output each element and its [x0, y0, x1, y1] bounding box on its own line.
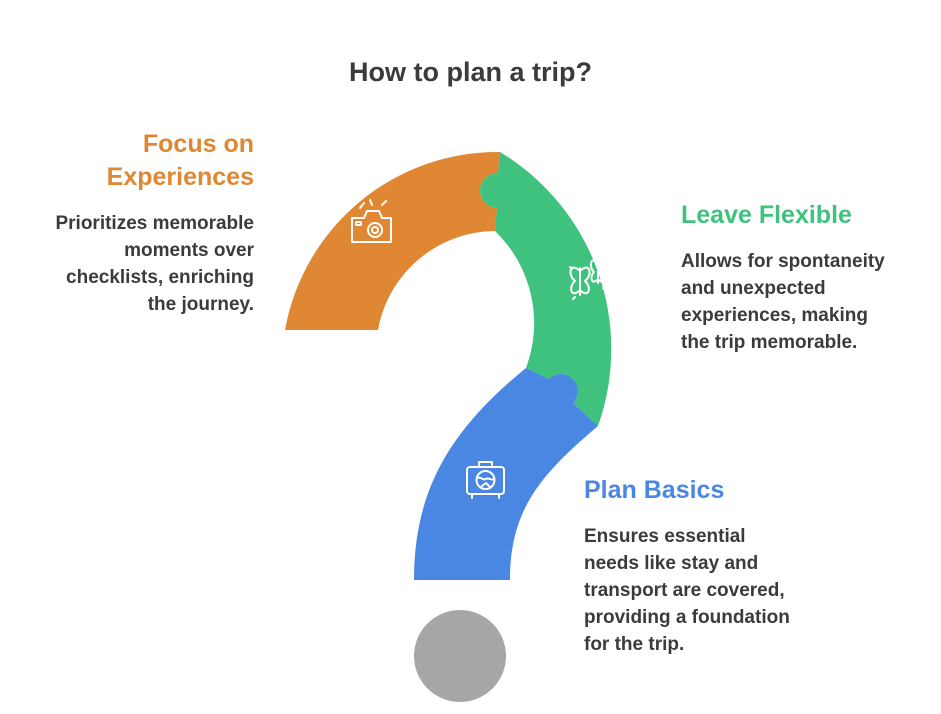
- experiences-heading-line2: Experiences: [106, 163, 254, 191]
- butterflies-icon: [569, 259, 607, 300]
- description-line: the trip memorable.: [681, 332, 858, 353]
- basics-description: Ensures essential needs like stay and tr…: [584, 523, 834, 658]
- description-line: for the trip.: [584, 634, 685, 655]
- experiences-description: Prioritizes memorable moments over check…: [20, 210, 254, 318]
- description-line: the journey.: [147, 294, 254, 315]
- description-line: needs like stay and: [584, 553, 759, 574]
- page-title: How to plan a trip?: [349, 57, 592, 87]
- experiences-block: Focus on Experiences Prioritizes memorab…: [20, 128, 254, 318]
- description-line: providing a foundation: [584, 607, 790, 628]
- description-line: Ensures essential: [584, 526, 746, 547]
- basics-heading: Plan Basics: [584, 476, 725, 504]
- description-line: Prioritizes memorable: [55, 213, 254, 234]
- flexible-heading: Leave Flexible: [681, 201, 852, 229]
- description-line: checklists, enriching: [66, 267, 254, 288]
- experiences-heading-line1: Focus on: [142, 130, 254, 158]
- suitcase-icon: [466, 461, 505, 499]
- experiences-segment: [285, 151, 500, 330]
- description-line: Allows for spontaneity: [681, 251, 885, 272]
- camera-icon: [351, 199, 392, 243]
- description-line: experiences, making: [681, 305, 868, 326]
- basics-block: Plan Basics Ensures essential needs like…: [584, 474, 834, 658]
- description-line: transport are covered,: [584, 580, 785, 601]
- flexible-description: Allows for spontaneity and unexpected ex…: [681, 248, 921, 356]
- experiences-heading: Focus on Experiences: [20, 128, 254, 194]
- flexible-segment: [479, 152, 612, 426]
- description-line: moments over: [124, 240, 254, 261]
- flexible-block: Leave Flexible Allows for spontaneity an…: [681, 199, 921, 356]
- description-line: and unexpected: [681, 278, 826, 299]
- basics-segment: [414, 368, 598, 580]
- question-dot: [414, 610, 506, 702]
